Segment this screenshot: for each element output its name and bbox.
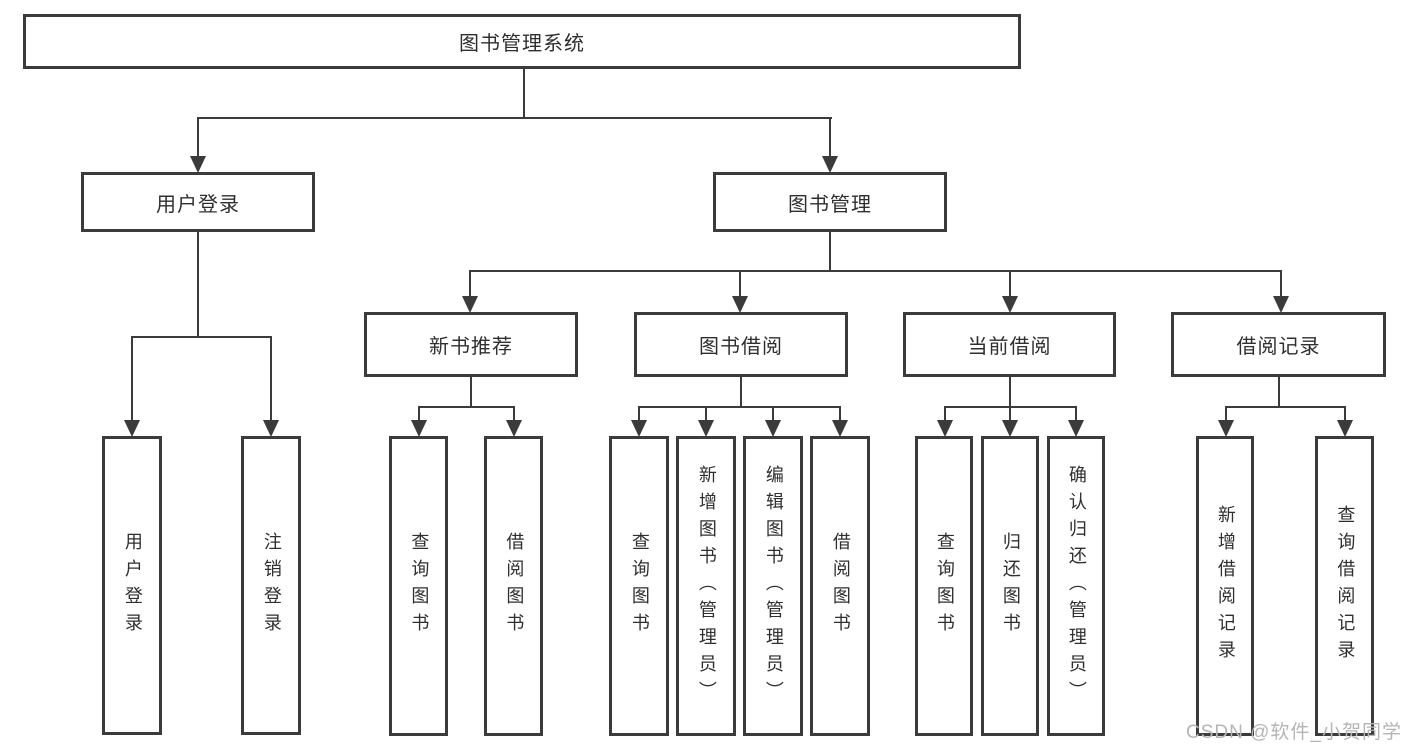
leaf-nb-query-books-label: 查询图书 — [409, 532, 430, 640]
leaf-br-query-record-label: 查询借阅记录 — [1335, 505, 1356, 667]
node-book-management: 图书管理 — [713, 172, 947, 232]
leaf-bb-edit-books-admin: 编辑图书（管理员） — [743, 436, 803, 736]
connector-vline — [197, 117, 199, 157]
arrow-down-icon — [1068, 420, 1084, 437]
leaf-bb-add-books-admin-label: 新增图书（管理员） — [696, 464, 717, 708]
leaf-cb-return-books: 归还图书 — [981, 436, 1039, 736]
arrow-down-icon — [937, 420, 953, 437]
leaf-bb-borrow-books-label: 借阅图书 — [830, 532, 851, 640]
connector-vline — [1344, 406, 1346, 422]
node-new-book-recommend: 新书推荐 — [364, 312, 578, 377]
connector-hline — [131, 336, 272, 338]
connector-vline — [1075, 406, 1077, 422]
node-book-management-label: 图书管理 — [788, 193, 872, 216]
leaf-nb-borrow-books-label: 借阅图书 — [504, 532, 525, 640]
connector-vline — [772, 406, 774, 422]
leaf-user-login-label: 用户登录 — [122, 531, 143, 640]
leaf-cb-query-books: 查询图书 — [915, 436, 973, 736]
connector-hline — [638, 406, 841, 408]
leaf-nb-borrow-books: 借阅图书 — [484, 436, 543, 736]
node-current-borrowing: 当前借阅 — [903, 312, 1116, 377]
arrow-down-icon — [462, 296, 478, 313]
leaf-bb-query-books-label: 查询图书 — [629, 532, 650, 640]
arrow-down-icon — [1002, 420, 1018, 437]
leaf-nb-query-books: 查询图书 — [389, 436, 448, 736]
leaf-user-login: 用户登录 — [102, 436, 162, 735]
connector-vline — [829, 117, 831, 157]
connector-vline — [1225, 406, 1227, 422]
watermark-text: CSDN @软件_小贺同学 — [1186, 722, 1402, 743]
node-user-login-label: 用户登录 — [156, 193, 240, 216]
arrow-down-icon — [1337, 420, 1353, 437]
node-library-system-label: 图书管理系统 — [459, 33, 585, 55]
arrow-down-icon — [832, 420, 848, 437]
leaf-bb-edit-books-admin-label: 编辑图书（管理员） — [763, 464, 784, 708]
leaf-logout-label: 注销登录 — [261, 531, 282, 640]
leaf-cb-return-books-label: 归还图书 — [1000, 532, 1021, 640]
connector-vline — [523, 69, 525, 118]
arrow-down-icon — [732, 296, 748, 313]
leaf-bb-query-books: 查询图书 — [609, 436, 669, 736]
leaf-br-add-record-label: 新增借阅记录 — [1215, 505, 1236, 667]
leaf-bb-add-books-admin: 新增图书（管理员） — [676, 436, 736, 736]
connector-vline — [270, 336, 272, 421]
connector-vline — [418, 406, 420, 422]
connector-hline — [469, 270, 1282, 272]
connector-vline — [469, 270, 471, 298]
node-borrowing-records: 借阅记录 — [1171, 312, 1386, 377]
connector-vline — [470, 377, 472, 408]
connector-hline — [1225, 406, 1345, 408]
connector-vline — [829, 232, 831, 272]
connector-vline — [131, 336, 133, 421]
connector-vline — [638, 406, 640, 422]
leaf-logout: 注销登录 — [241, 436, 301, 735]
leaf-br-query-record: 查询借阅记录 — [1315, 436, 1374, 736]
leaf-cb-confirm-return-admin: 确认归还（管理员） — [1047, 436, 1105, 736]
leaf-cb-confirm-return-admin-label: 确认归还（管理员） — [1066, 464, 1087, 708]
arrow-down-icon — [698, 420, 714, 437]
connector-vline — [740, 377, 742, 408]
connector-hline — [418, 406, 514, 408]
arrow-down-icon — [1002, 296, 1018, 313]
arrow-down-icon — [631, 420, 647, 437]
leaf-cb-query-books-label: 查询图书 — [934, 532, 955, 640]
node-new-book-recommend-label: 新书推荐 — [429, 336, 513, 358]
node-current-borrowing-label: 当前借阅 — [967, 336, 1052, 358]
connector-vline — [197, 232, 199, 338]
connector-vline — [1009, 406, 1011, 422]
node-book-borrowing: 图书借阅 — [634, 312, 848, 377]
arrow-down-icon — [1218, 420, 1234, 437]
connector-vline — [1280, 270, 1282, 298]
connector-vline — [513, 406, 515, 422]
node-user-login: 用户登录 — [81, 172, 315, 232]
connector-vline — [705, 406, 707, 422]
leaf-br-add-record: 新增借阅记录 — [1196, 436, 1254, 736]
arrow-down-icon — [1273, 296, 1289, 313]
arrow-down-icon — [506, 420, 522, 437]
connector-vline — [1009, 270, 1011, 298]
arrow-down-icon — [411, 420, 427, 437]
connector-vline — [739, 270, 741, 298]
connector-vline — [944, 406, 946, 422]
arrow-down-icon — [124, 420, 140, 437]
connector-vline — [1009, 377, 1011, 408]
arrow-down-icon — [765, 420, 781, 437]
arrow-down-icon — [190, 156, 206, 173]
connector-vline — [839, 406, 841, 422]
node-book-borrowing-label: 图书借阅 — [699, 336, 783, 358]
arrow-down-icon — [822, 156, 838, 173]
arrow-down-icon — [263, 420, 279, 437]
connector-vline — [1278, 377, 1280, 408]
node-library-system: 图书管理系统 — [23, 14, 1021, 69]
connector-hline — [197, 117, 832, 119]
node-borrowing-records-label: 借阅记录 — [1236, 336, 1321, 358]
leaf-bb-borrow-books: 借阅图书 — [810, 436, 870, 736]
